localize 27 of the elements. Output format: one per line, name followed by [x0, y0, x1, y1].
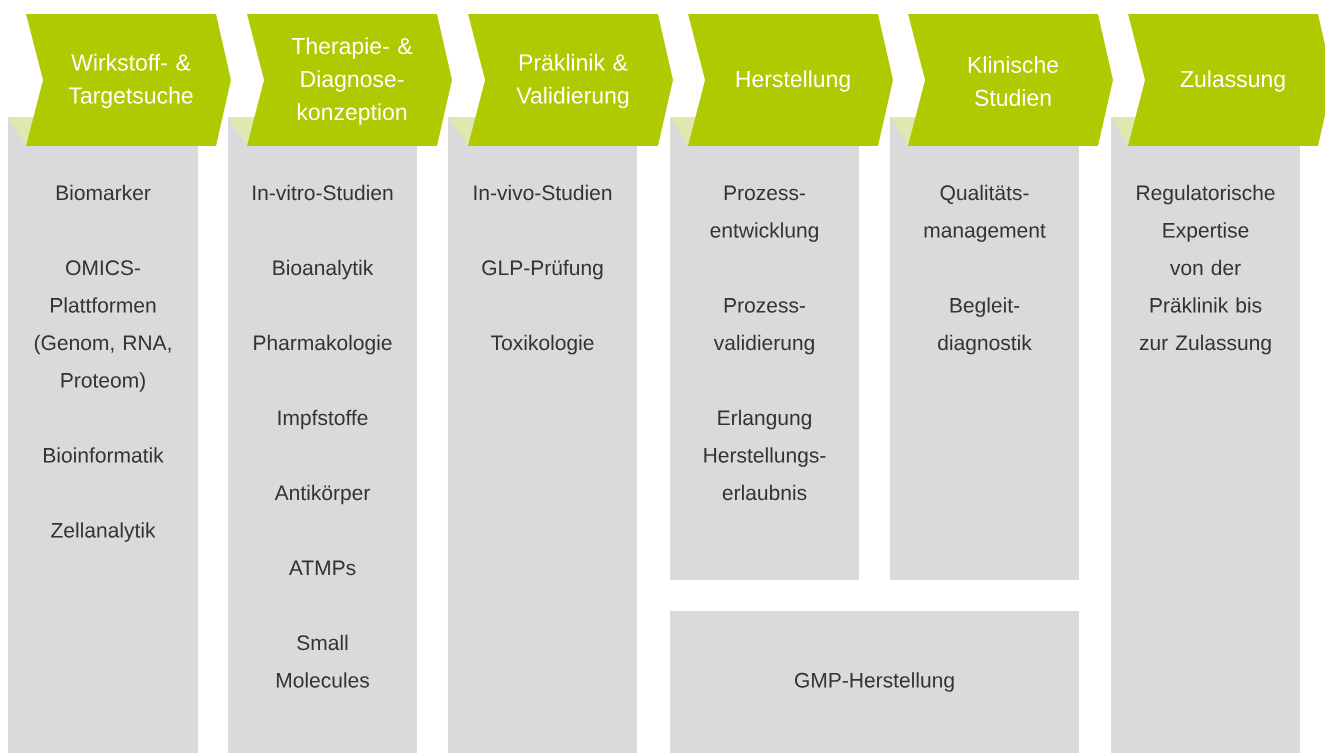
chevron-step: Wirkstoff- & Targetsuche [26, 14, 231, 146]
item-text: Bioinformatik [44, 447, 164, 463]
item-text: Biomarker [56, 184, 151, 201]
chevron-step: Zulassung [1128, 14, 1325, 146]
chevron-step: Klinische Studien [908, 14, 1113, 146]
item-text: Prozess- entwicklung [710, 185, 818, 242]
chevron-step: Therapie- & Diagnose- konzeption [247, 14, 452, 146]
item-text: GLP-Prüfung [482, 259, 603, 280]
item-text: Bioanalytik [273, 259, 374, 280]
chevron-step: Präklinik & Validierung [468, 14, 673, 146]
item-text: Begleit- diagnostik [938, 297, 1032, 355]
item-text: Small Molecules [276, 634, 369, 688]
item-text: Pharmakologie [254, 334, 392, 355]
item-text: Qualitäts- management [924, 184, 1046, 242]
item-text: In-vitro-Studien [253, 184, 393, 201]
item-text: Erlangung Herstellungs- erlaubnis [704, 409, 826, 501]
chevron-step: Herstellung [688, 14, 893, 146]
gmp-box: GMP-Herstellung [670, 611, 1079, 753]
item-text: Impfstoffe [278, 409, 368, 430]
item-text: Toxikologie [491, 334, 594, 355]
item-text: Regulatorische Expertise von der Präklinik bis zur Zulassung [1137, 184, 1275, 355]
item-text: Prozess- validierung [713, 298, 814, 355]
item-text: Antikörper [274, 484, 370, 505]
item-text: In-vivo-Studien [474, 184, 612, 201]
item-text: ATMPs [288, 560, 356, 576]
item-text: Zellanalytik [51, 522, 156, 542]
item-text: OMICS- Plattformen (Genom, RNA, Proteom) [34, 260, 171, 392]
